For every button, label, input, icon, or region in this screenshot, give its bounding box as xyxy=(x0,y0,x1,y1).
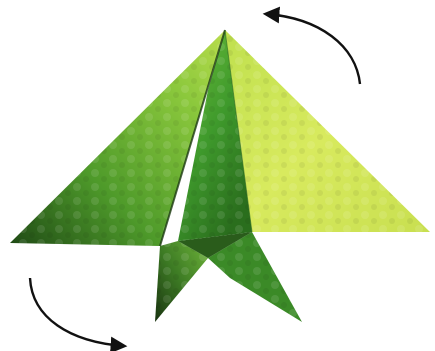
origami-right-flap xyxy=(225,30,430,232)
origami-tail-point xyxy=(155,232,302,322)
rotate-arrow-top-right-icon xyxy=(266,14,360,84)
rotate-arrow-bottom-left-icon xyxy=(30,278,124,346)
